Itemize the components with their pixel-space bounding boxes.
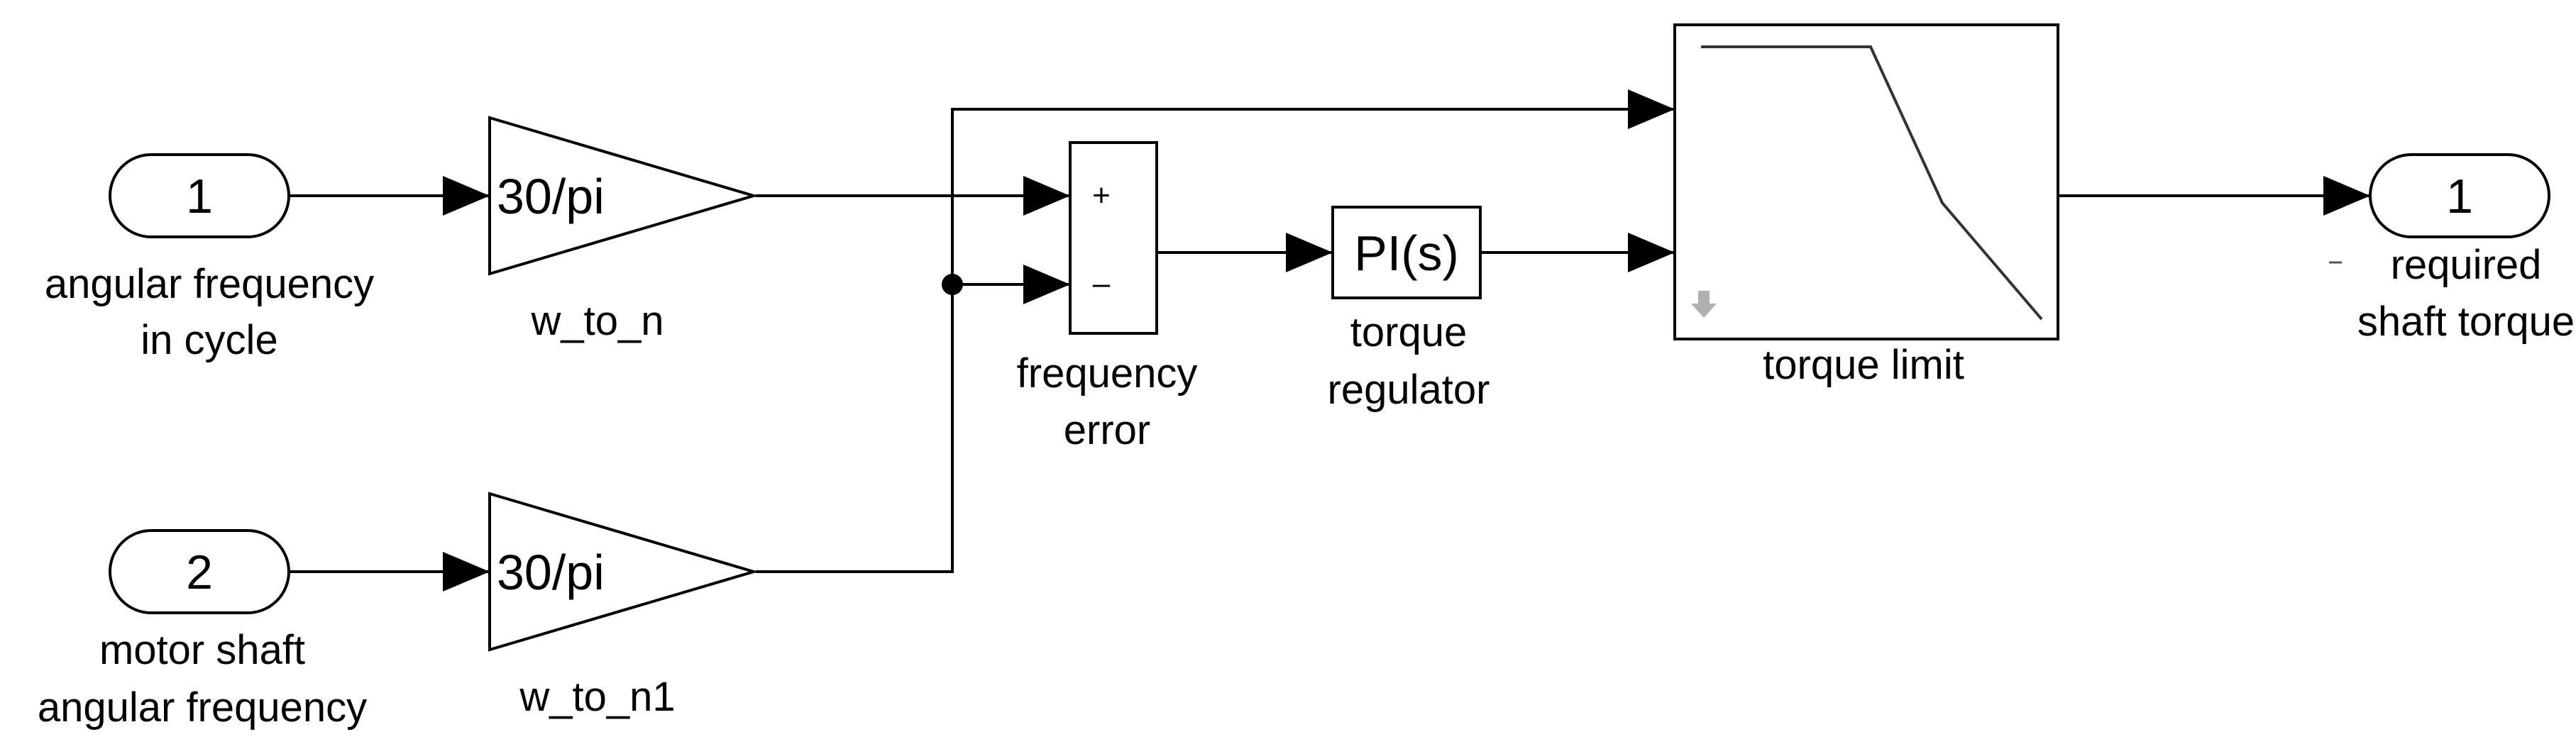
lookup-curve <box>1701 45 2043 321</box>
arrowhead <box>1628 89 1675 129</box>
outport-1-label-line1: required <box>2391 242 2542 288</box>
down-arrow-icon <box>1691 291 1717 318</box>
pi-text: PI(s) <box>1354 226 1459 281</box>
pi-shape[interactable] <box>1331 206 1482 299</box>
arrowhead <box>1023 265 1070 304</box>
signal-gain2-feedback[interactable] <box>756 108 1675 573</box>
gain-block-2[interactable]: 30/pi w_to_n1 <box>488 492 759 720</box>
lookup-label: torque limit <box>1763 342 1964 388</box>
lookup-table-block[interactable]: torque limit <box>1673 23 2059 388</box>
arrowhead <box>443 552 490 592</box>
inport-2-label-line2: angular frequency <box>38 684 367 731</box>
sum-label-line2: error <box>1064 407 1150 453</box>
arrowhead <box>1628 233 1675 272</box>
gain-1-shape[interactable] <box>488 116 759 276</box>
arrowhead <box>443 176 490 216</box>
inport-1-label-line2: in cycle <box>141 317 277 363</box>
outport-1-label-line2: shaft torque <box>2357 299 2575 345</box>
outport-1[interactable]: 1 required shaft torque <box>2329 153 2575 345</box>
gain-1-value: 30/pi <box>497 169 605 224</box>
outport-1-number: 1 <box>2446 170 2473 223</box>
inport-2-label-line1: motor shaft <box>99 627 305 673</box>
arrowhead <box>1023 176 1070 216</box>
inport-1-label-line1: angular frequency <box>45 261 374 307</box>
gain-2-shape[interactable] <box>488 492 759 652</box>
inport-2[interactable]: 2 motor shaft angular frequency <box>38 529 367 731</box>
inport-2-number: 2 <box>186 545 213 599</box>
gain-2-value: 30/pi <box>497 545 605 600</box>
pi-controller-block[interactable]: PI(s) torque regulator <box>1328 206 1490 413</box>
arrowhead <box>2323 176 2370 216</box>
outport-1-shape[interactable] <box>2369 153 2550 238</box>
inport-2-shape[interactable] <box>109 529 290 614</box>
lookup-shape[interactable] <box>1673 23 2059 340</box>
arrowhead <box>1286 233 1333 272</box>
sum-shape[interactable] <box>1069 141 1158 335</box>
inport-1[interactable]: 1 angular frequency in cycle <box>45 153 374 363</box>
branch-point <box>942 274 963 295</box>
inport-1-number: 1 <box>186 170 213 223</box>
pi-label-line1: torque <box>1350 309 1467 355</box>
sum-sign-minus: – <box>1093 266 1111 301</box>
sum-sign-plus: + <box>1092 178 1111 213</box>
inport-1-shape[interactable] <box>109 153 290 238</box>
sum-block[interactable]: + – frequency error <box>1017 141 1198 453</box>
gain-2-name: w_to_n1 <box>519 674 675 720</box>
gain-block-1[interactable]: 30/pi w_to_n <box>488 116 759 344</box>
pi-label-line2: regulator <box>1328 367 1490 413</box>
sum-label-line1: frequency <box>1017 350 1198 396</box>
signal-lines <box>289 89 2370 592</box>
gain-1-name: w_to_n <box>530 298 664 344</box>
